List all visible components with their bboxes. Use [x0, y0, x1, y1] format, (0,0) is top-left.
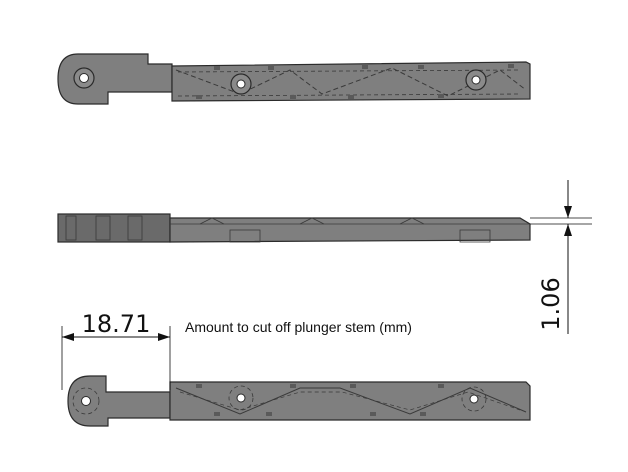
top-view-bar	[171, 61, 531, 102]
thickness-arrow-up	[564, 224, 572, 236]
width-dimension-label: 18.71	[82, 310, 151, 338]
width-arrow-left	[62, 333, 74, 341]
bottom-view-hole-2	[469, 394, 479, 404]
width-arrow-right	[158, 333, 170, 341]
bottom-view-hole-2-ring	[461, 386, 487, 412]
bottom-view: 18.71 Amount to cut off plunger stem (mm…	[61, 310, 531, 427]
bottom-view-hole-1-ring	[228, 385, 254, 411]
bottom-view-notches	[196, 384, 444, 416]
top-view-edge-dash-top	[177, 69, 521, 73]
thickness-dimension-label: 1.06	[537, 277, 565, 330]
top-view-hole-1	[236, 79, 246, 89]
top-view-head	[57, 53, 173, 105]
top-view	[57, 53, 531, 105]
side-view-head	[57, 213, 171, 243]
top-view-notches	[196, 64, 514, 99]
side-view-details	[65, 215, 491, 243]
top-view-truss-line	[175, 67, 527, 97]
side-view: 1.06	[57, 180, 592, 334]
thickness-arrow-down	[564, 206, 572, 218]
top-view-head-hole	[79, 73, 89, 83]
top-view-hole-2	[471, 75, 481, 85]
cut-note: Amount to cut off plunger stem (mm)	[185, 319, 412, 335]
bottom-view-head	[67, 375, 171, 427]
bottom-view-head-hole-ring	[72, 387, 100, 415]
bottom-view-bar	[169, 381, 531, 421]
bottom-view-head-hole	[81, 396, 91, 406]
bottom-view-hole-1	[236, 393, 246, 403]
